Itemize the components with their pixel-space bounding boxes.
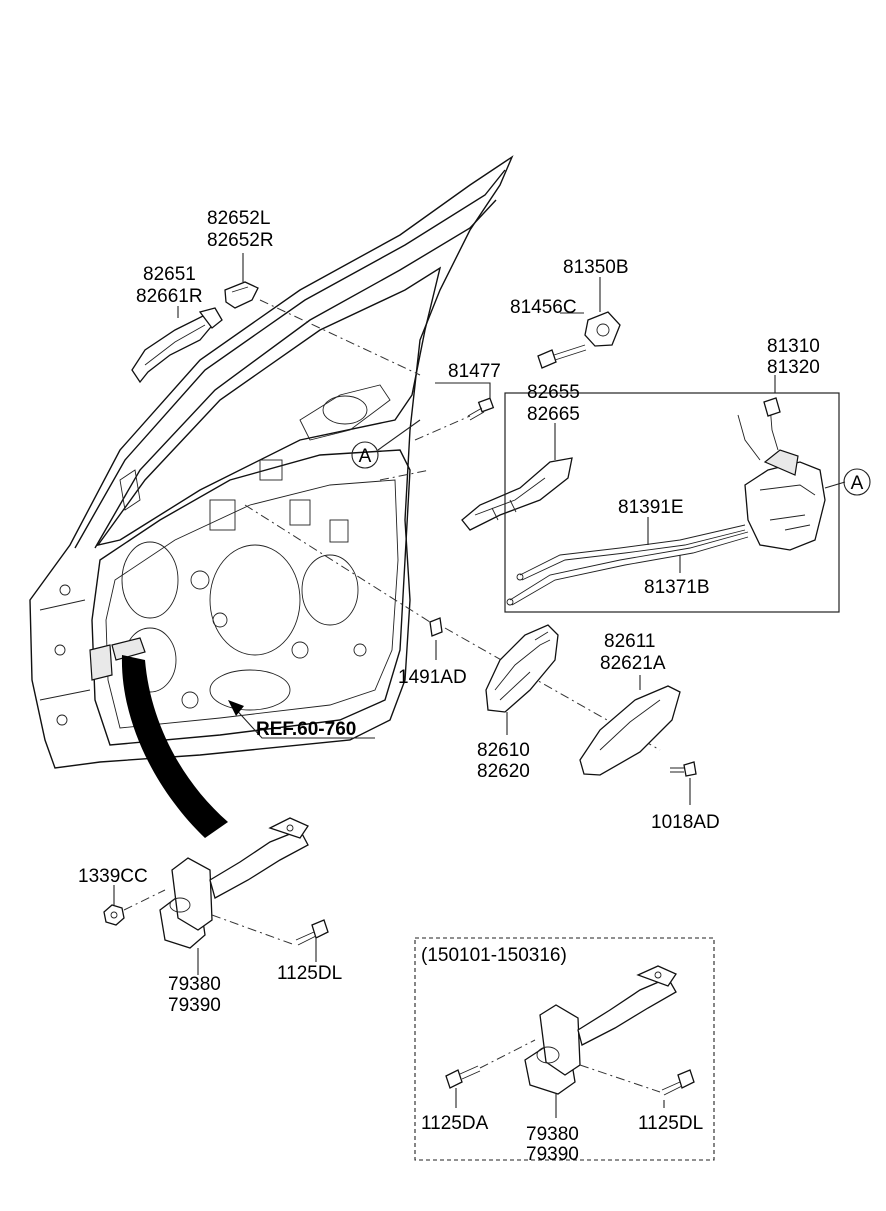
label-82611: 82611 bbox=[604, 631, 655, 652]
label-1125DL-variant: 1125DL bbox=[638, 1113, 703, 1134]
striker-bolt bbox=[537, 344, 587, 369]
label-82655: 82655 bbox=[527, 382, 580, 403]
label-82652L: 82652L bbox=[207, 208, 270, 229]
label-82651: 82651 bbox=[143, 264, 196, 285]
detail-arrow bbox=[121, 655, 228, 838]
bolt-1125DL bbox=[295, 919, 329, 946]
label-date-range: (150101-150316) bbox=[421, 945, 567, 966]
label-82661R: 82661R bbox=[136, 286, 203, 307]
label-82665: 82665 bbox=[527, 404, 580, 425]
screw-81477 bbox=[467, 397, 495, 421]
label-81320: 81320 bbox=[767, 357, 820, 378]
callout-a-left: A bbox=[351, 419, 421, 469]
label-82610: 82610 bbox=[477, 740, 530, 761]
label-81350B: 81350B bbox=[563, 257, 629, 278]
door-check bbox=[159, 817, 309, 949]
ref-arrow bbox=[228, 700, 375, 739]
screw-1018AD bbox=[670, 761, 697, 777]
label-81310: 81310 bbox=[767, 336, 820, 357]
label-81477: 81477 bbox=[448, 361, 501, 382]
label-82621A: 82621A bbox=[600, 653, 666, 674]
label-81456C: 81456C bbox=[510, 297, 577, 318]
inside-handle bbox=[485, 624, 559, 713]
front-door-panel bbox=[29, 155, 514, 769]
label-1339CC: 1339CC bbox=[78, 866, 148, 887]
label-81371B: 81371B bbox=[644, 577, 710, 598]
outside-handle-cover bbox=[224, 281, 259, 309]
label-79380-variant: 79380 bbox=[526, 1124, 579, 1145]
clip-1491AD bbox=[429, 617, 443, 637]
label-1125DA: 1125DA bbox=[421, 1113, 489, 1134]
label-1491AD: 1491AD bbox=[398, 667, 467, 688]
part-labels: 82652L 82652R 82651 82661R 81350B 81456C… bbox=[78, 208, 820, 1165]
variant-box bbox=[414, 937, 715, 1161]
handle-carrier bbox=[461, 457, 573, 531]
nut-1339CC bbox=[103, 904, 125, 926]
label-79390-variant: 79390 bbox=[526, 1144, 579, 1165]
label-1018AD: 1018AD bbox=[651, 812, 720, 833]
inside-handle-cover bbox=[579, 685, 681, 776]
label-82652R: 82652R bbox=[207, 230, 274, 251]
lock-assembly-box bbox=[504, 375, 846, 613]
label-79380: 79380 bbox=[168, 974, 221, 995]
outside-handle bbox=[131, 307, 223, 384]
label-82620: 82620 bbox=[477, 761, 530, 782]
striker-part bbox=[584, 311, 621, 347]
label-81391E: 81391E bbox=[618, 497, 684, 518]
label-79390: 79390 bbox=[168, 995, 221, 1016]
label-ref: REF.60-760 bbox=[256, 719, 356, 740]
svg-text:A: A bbox=[359, 446, 372, 467]
svg-text:A: A bbox=[851, 473, 864, 494]
callout-a-right: A bbox=[843, 468, 871, 496]
label-1125DL: 1125DL bbox=[277, 963, 342, 984]
